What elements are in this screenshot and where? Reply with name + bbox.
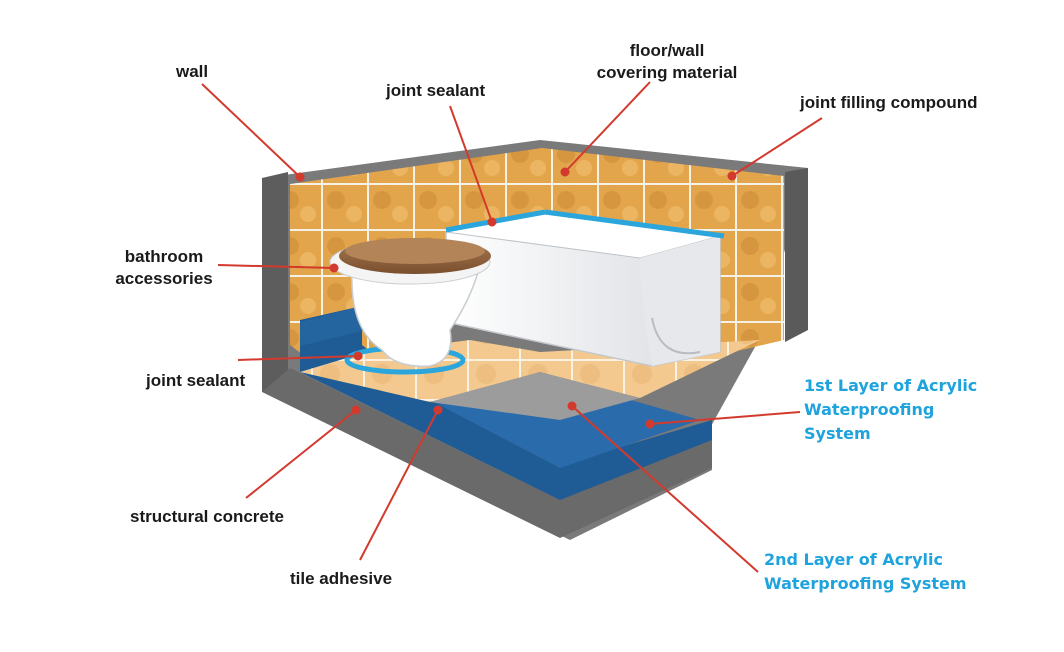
- tile-adhesive-layer: [430, 372, 640, 420]
- label-first-layer-line1: 1st Layer of Acrylic: [804, 376, 978, 395]
- label-second-layer: 2nd Layer of Acrylic Waterproofing Syste…: [764, 548, 967, 596]
- label-floor-wall-covering-line2: covering material: [596, 63, 738, 82]
- label-second-layer-line1: 2nd Layer of Acrylic: [764, 550, 943, 569]
- label-joint-filling-compound: joint filling compound: [800, 93, 978, 112]
- label-structural-concrete: structural concrete: [130, 507, 284, 526]
- bathtub: [445, 209, 725, 367]
- label-tile-adhesive: tile adhesive: [290, 569, 393, 588]
- label-first-layer-line3: System: [804, 424, 871, 443]
- right-wall-tiles: [542, 148, 784, 355]
- label-floor-wall-covering: floor/wall covering material: [582, 40, 752, 84]
- label-bathroom-accessories: bathroom accessories: [106, 246, 222, 290]
- toilet: [329, 238, 491, 375]
- label-floor-wall-covering-line1: floor/wall: [629, 41, 705, 60]
- label-joint-sealant-top: joint sealant: [386, 81, 486, 100]
- leader-lines: [201, 81, 823, 573]
- waterproofing-membrane: [300, 306, 712, 500]
- label-joint-sealant-left: joint sealant: [146, 371, 246, 390]
- label-bathroom-accessories-line1: bathroom: [124, 247, 204, 266]
- label-wall: wall: [176, 62, 209, 81]
- label-first-layer-line2: Waterproofing: [804, 400, 935, 419]
- label-bathroom-accessories-line2: accessories: [115, 269, 213, 288]
- label-second-layer-line2: Waterproofing System: [764, 574, 967, 593]
- label-first-layer: 1st Layer of Acrylic Waterproofing Syste…: [804, 374, 977, 446]
